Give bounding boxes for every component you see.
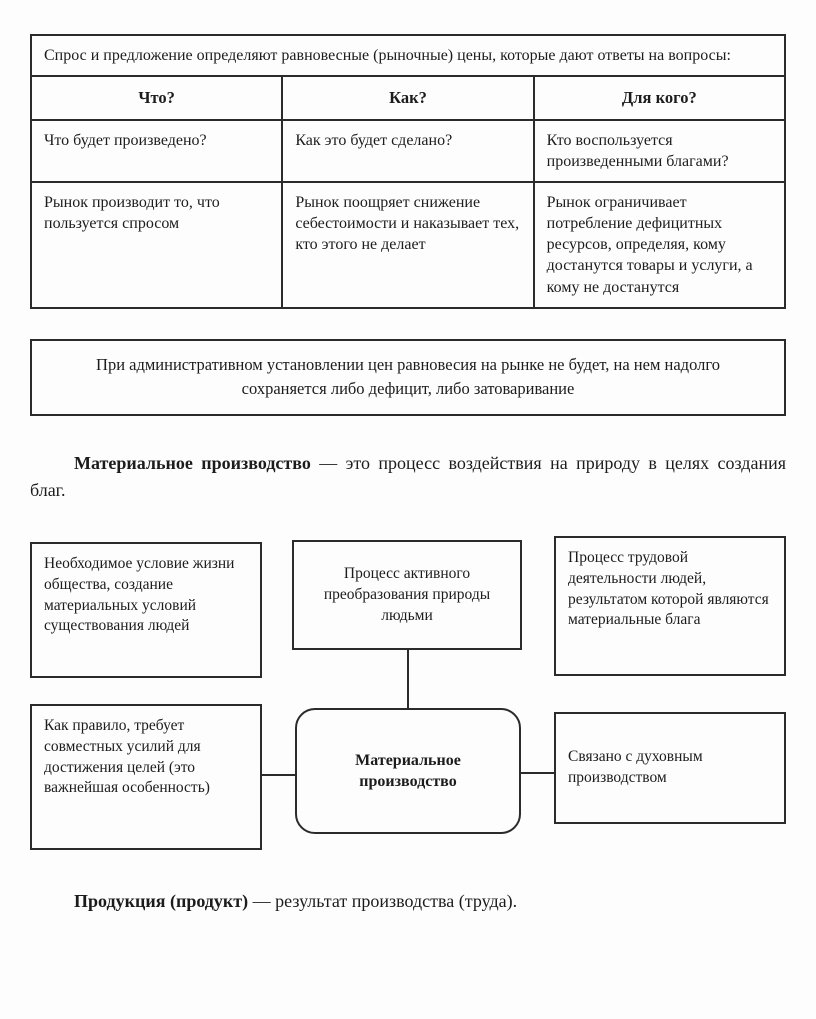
material-production-definition-text: — это процесс воздействия на природу в ц… bbox=[30, 453, 786, 501]
connector-vertical-top bbox=[407, 650, 409, 709]
cell-how-answer: Рынок поощряет снижение себестоимости и … bbox=[281, 181, 535, 309]
product-definition: Продукция (продукт) — результат производ… bbox=[30, 888, 786, 915]
cell-how-question: Как это будет сделано? bbox=[281, 118, 535, 184]
diagram-center-material-production: Материальное производство bbox=[295, 708, 521, 835]
supply-demand-table: Спрос и предложение определяют равновесн… bbox=[29, 33, 787, 309]
col-header-what: Что? bbox=[29, 75, 284, 121]
table-intro-text: Спрос и предложение определяют равновесн… bbox=[30, 33, 786, 78]
cell-what-question: Что будет произведено? bbox=[29, 118, 284, 184]
diagram-box-labor-activity: Процесс трудовой деятельности людей, рез… bbox=[554, 536, 786, 677]
col-header-how: Как? bbox=[281, 75, 535, 121]
diagram-box-spiritual-production: Связано с духовным производством bbox=[554, 712, 786, 825]
table-row: Спрос и предложение определяют равновесн… bbox=[30, 33, 786, 78]
administrative-prices-note: При административном установлении цен ра… bbox=[30, 338, 786, 417]
diagram-box-necessary-condition: Необходимое условие жизни общества, созд… bbox=[30, 542, 262, 679]
connector-horizontal-left bbox=[262, 774, 295, 777]
table-row: Рынок производит то, что пользуется спро… bbox=[29, 181, 787, 309]
material-production-diagram: Необходимое условие жизни общества, созд… bbox=[30, 536, 786, 854]
table-row: Что будет произведено? Как это будет сде… bbox=[29, 118, 787, 184]
material-production-term: Материальное производство bbox=[74, 453, 311, 474]
cell-forwhom-answer: Рынок ограничивает потребление дефицитны… bbox=[532, 181, 787, 309]
cell-forwhom-question: Кто воспользуется произведенными благами… bbox=[532, 118, 787, 184]
product-definition-text: — результат производства (труда). bbox=[248, 891, 518, 912]
connector-horizontal-right bbox=[521, 772, 554, 775]
diagram-box-transformation-of-nature: Процесс активного преобразования природы… bbox=[292, 540, 522, 651]
product-term: Продукция (продукт) bbox=[74, 891, 249, 912]
cell-what-answer: Рынок производит то, что пользуется спро… bbox=[29, 181, 284, 309]
material-production-definition: Материальное производство — это процесс … bbox=[30, 450, 786, 504]
col-header-forwhom: Для кого? bbox=[532, 75, 787, 121]
diagram-box-joint-efforts: Как правило, требует совместных усилий д… bbox=[30, 704, 262, 851]
table-row: Что? Как? Для кого? bbox=[29, 75, 787, 121]
